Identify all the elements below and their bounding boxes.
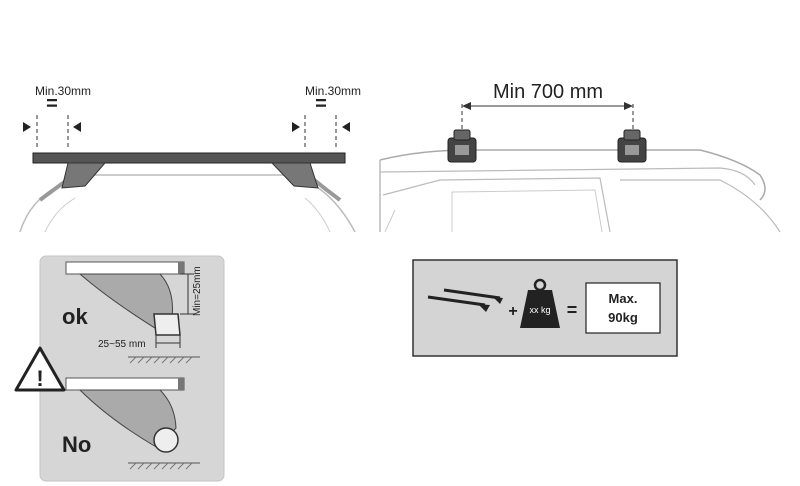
- plus-sign: +: [508, 303, 517, 320]
- no-label: No: [62, 432, 91, 457]
- equals-sign: =: [567, 300, 578, 320]
- left-clearance-label: Min.30mm: [35, 84, 91, 98]
- ok-label: ok: [62, 304, 88, 329]
- equals-left: =: [46, 93, 58, 115]
- crossbar: [32, 152, 346, 164]
- weight-icon: xx kg: [520, 278, 560, 328]
- arrow-left-icon: [462, 102, 471, 110]
- svg-text:!: !: [36, 366, 43, 391]
- crossbar-section-ok: [65, 261, 185, 275]
- arrow-left-icon: [342, 122, 350, 132]
- arrow-right-icon: [23, 122, 31, 132]
- weight-label: xx kg: [529, 305, 550, 315]
- max-line1: Max.: [609, 291, 638, 306]
- max-line2: 90kg: [608, 310, 638, 325]
- foot-rear: [617, 129, 647, 163]
- rail-profile-ok: [153, 313, 181, 336]
- width-label: 25~55 mm: [98, 339, 146, 350]
- arrow-right-icon: [292, 122, 300, 132]
- max-load-box: [585, 282, 661, 334]
- foot-front: [447, 129, 477, 163]
- rail-profile-no: [153, 427, 179, 453]
- mounting-panel: Min=25mm 25~55 mm ok No: [39, 255, 225, 482]
- foot-left: [61, 162, 107, 189]
- arrow-left-icon: [73, 122, 81, 132]
- spacing-diagram: Min 700 mm: [379, 81, 781, 233]
- load-panel: + xx kg = Max. 90kg: [412, 259, 678, 357]
- equals-right: =: [315, 93, 327, 115]
- crossbars-icon: [427, 288, 503, 312]
- bar-overhang-diagram: = Min.30mm = Min.30mm: [19, 84, 361, 233]
- foot-right: [270, 162, 319, 189]
- crossbar-section-no: [65, 377, 185, 391]
- arrow-right-icon: [624, 102, 633, 110]
- warning-icon: !: [14, 346, 66, 392]
- right-clearance-label: Min.30mm: [305, 84, 361, 98]
- height-label: Min=25mm: [192, 266, 203, 316]
- spacing-label: Min 700 mm: [493, 81, 603, 103]
